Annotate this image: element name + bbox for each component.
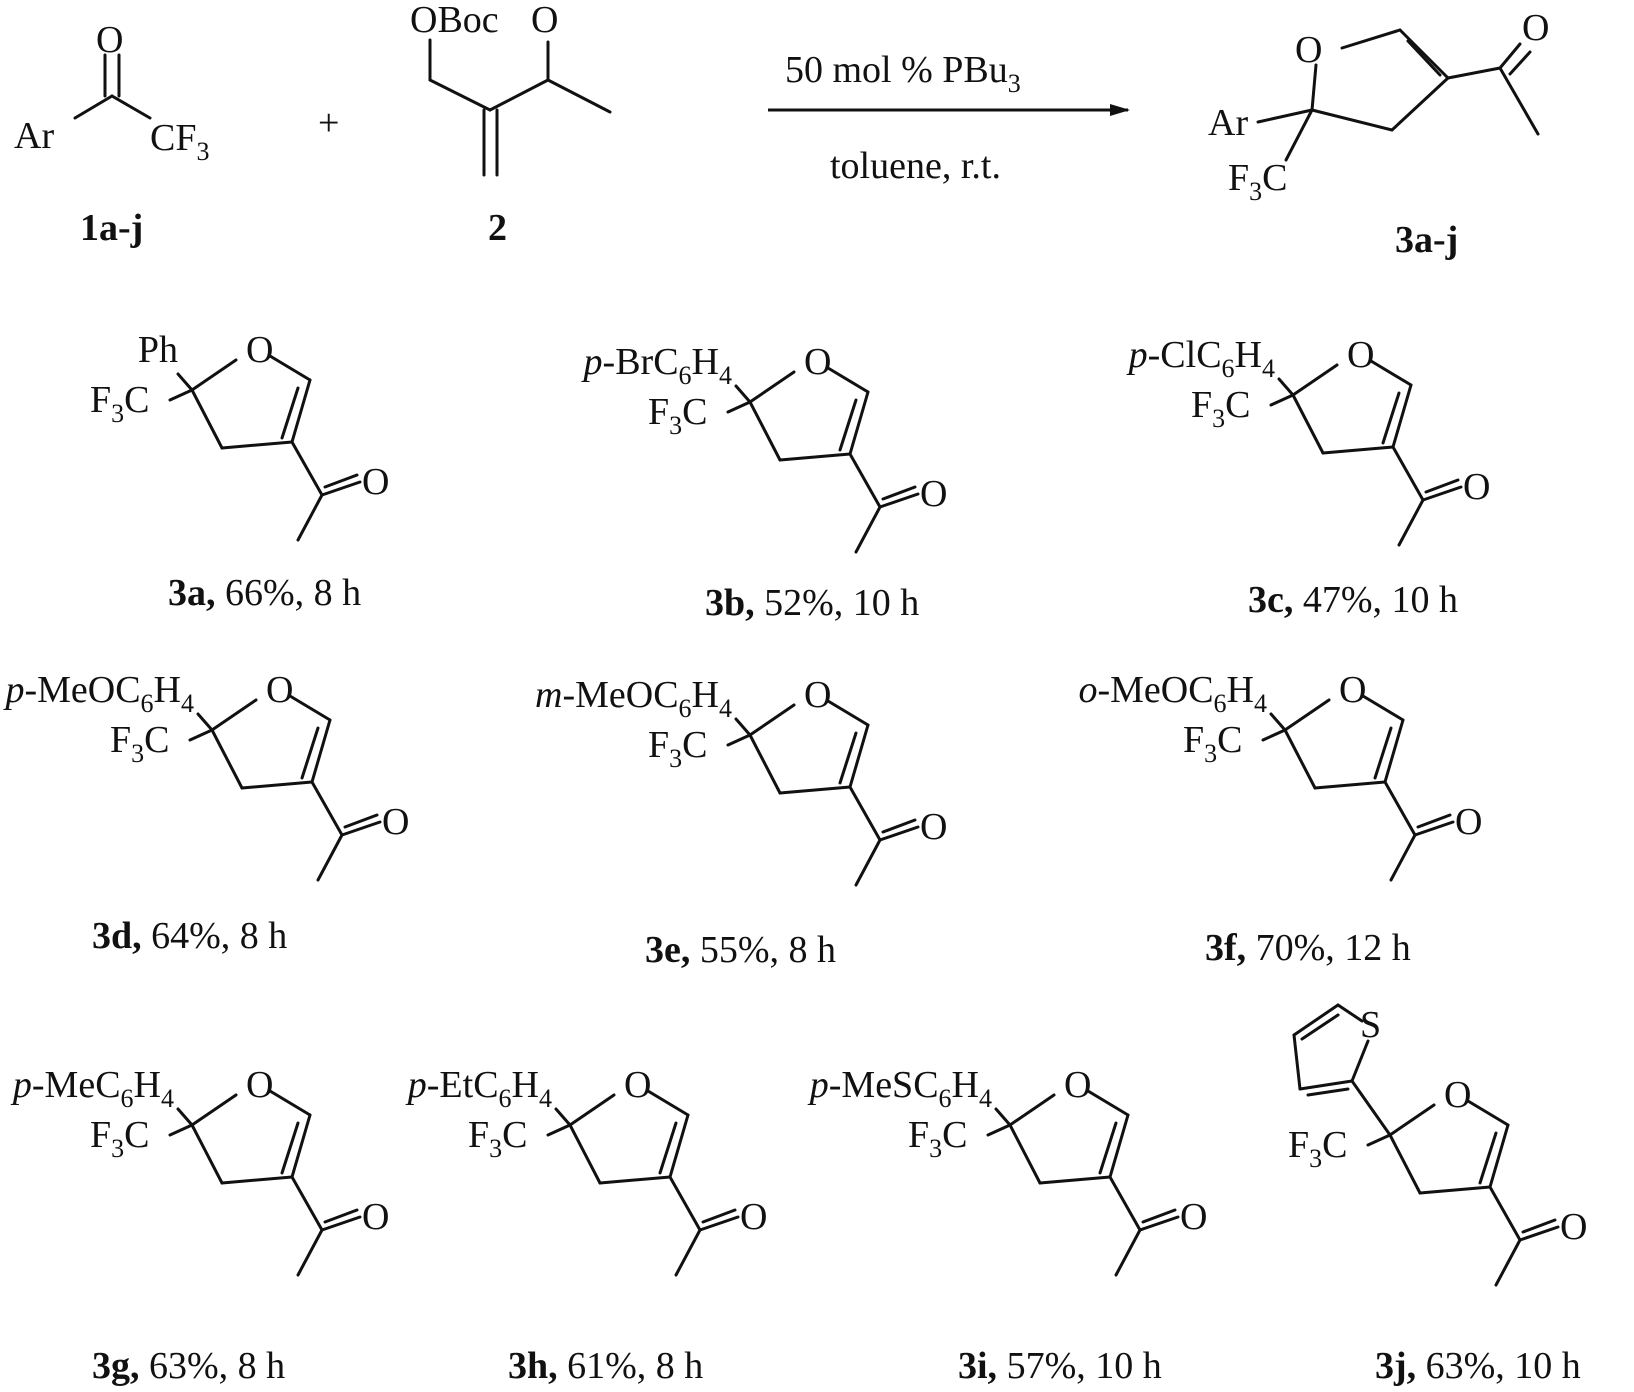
product-caption: 3b, 52%, 10 h xyxy=(705,582,919,624)
cf3-group: F3C xyxy=(90,379,150,428)
ring-oxygen: O xyxy=(1444,1074,1471,1116)
ketone-oxygen: O xyxy=(1463,466,1490,508)
ketone-oxygen: O xyxy=(740,1196,767,1238)
cf3-group: F3C xyxy=(90,1114,150,1163)
product-label: 3a-j xyxy=(1395,219,1458,261)
reagent-2-oxygen: O xyxy=(531,0,558,41)
product-3a: O O F3C Ph 3a, 66%, 8 h xyxy=(90,329,389,614)
reagent-1-label: 1a-j xyxy=(80,207,143,249)
ketone-oxygen: O xyxy=(1455,801,1482,843)
cf3-group: F3C xyxy=(1288,1124,1348,1173)
reagent-2-label: 2 xyxy=(488,207,507,249)
reagent-1-aryl: Ar xyxy=(14,115,54,157)
product-caption: 3f, 70%, 12 h xyxy=(1205,927,1411,969)
ring-oxygen: O xyxy=(246,329,273,371)
ring-oxygen: O xyxy=(624,1064,651,1106)
aryl-substituent: p-BrC6H4 xyxy=(581,341,732,390)
plus-sign: + xyxy=(318,102,339,144)
reagent-2-oboc: OBoc xyxy=(410,0,499,41)
ring-oxygen: O xyxy=(1347,334,1374,376)
cf3-group: F3C xyxy=(908,1114,968,1163)
reagent-1-cf3: CF3 xyxy=(150,117,209,166)
product-caption: 3d, 64%, 8 h xyxy=(92,915,287,957)
aryl-substituent: m-MeOC6H4 xyxy=(535,674,732,723)
cf3-group: F3C xyxy=(648,724,708,773)
general-product-structure: O O Ar F3C 3a-j xyxy=(1208,7,1549,261)
ketone-oxygen: O xyxy=(382,801,409,843)
ketone-oxygen: O xyxy=(362,461,389,503)
ring-oxygen: O xyxy=(804,674,831,716)
product-cf3: F3C xyxy=(1228,157,1288,206)
cf3-group: F3C xyxy=(1183,719,1243,768)
reagent-1-structure: O Ar CF3 1a-j xyxy=(14,19,209,249)
cf3-group: F3C xyxy=(1191,384,1251,433)
product-caption: 3i, 57%, 10 h xyxy=(958,1345,1162,1387)
product-3j: O O F3C S 3j, 63%, 10 h xyxy=(1288,1003,1587,1387)
ketone-oxygen: O xyxy=(920,473,947,515)
product-ring-oxygen: O xyxy=(1295,29,1322,71)
ketone-oxygen: O xyxy=(362,1196,389,1238)
cf3-group: F3C xyxy=(648,391,708,440)
ring-oxygen: O xyxy=(1339,669,1366,711)
ring-oxygen: O xyxy=(804,341,831,383)
cf3-group: F3C xyxy=(468,1114,528,1163)
product-caption: 3a, 66%, 8 h xyxy=(168,572,361,614)
aryl-substituent: o-MeOC6H4 xyxy=(1078,669,1267,718)
ketone-oxygen: O xyxy=(920,806,947,848)
ring-oxygen: O xyxy=(266,669,293,711)
aryl-substituent: p-MeOC6H4 xyxy=(2,669,194,718)
aryl-substituent: p-EtC6H4 xyxy=(405,1064,552,1113)
product-ketone-oxygen: O xyxy=(1522,7,1549,49)
arrow-conditions-above: 50 mol % PBu3 xyxy=(785,49,1021,98)
ketone-oxygen: O xyxy=(1560,1206,1587,1248)
arrow-conditions-below: toluene, r.t. xyxy=(830,145,1001,187)
cf3-group: F3C xyxy=(110,719,170,768)
product-caption: 3j, 63%, 10 h xyxy=(1375,1345,1581,1387)
thiophene-sulfur: S xyxy=(1360,1004,1381,1046)
ketone-oxygen: O xyxy=(1180,1196,1207,1238)
reagent-1-oxygen: O xyxy=(96,19,123,61)
product-caption: 3e, 55%, 8 h xyxy=(645,929,836,971)
product-caption: 3c, 47%, 10 h xyxy=(1248,579,1458,621)
aryl-substituent: Ph xyxy=(138,329,178,371)
reaction-arrow: 50 mol % PBu3 toluene, r.t. xyxy=(768,49,1130,187)
ring-oxygen: O xyxy=(1064,1064,1091,1106)
product-caption: 3h, 61%, 8 h xyxy=(508,1345,703,1387)
aryl-substituent: p-MeSC6H4 xyxy=(807,1064,992,1113)
product-caption: 3g, 63%, 8 h xyxy=(92,1345,285,1387)
aryl-substituent: p-ClC6H4 xyxy=(1126,334,1275,383)
ring-oxygen: O xyxy=(246,1064,273,1106)
reagent-2-structure: OBoc O 2 xyxy=(410,0,612,249)
aryl-substituent: p-MeC6H4 xyxy=(10,1064,174,1113)
product-aryl: Ar xyxy=(1208,102,1248,144)
